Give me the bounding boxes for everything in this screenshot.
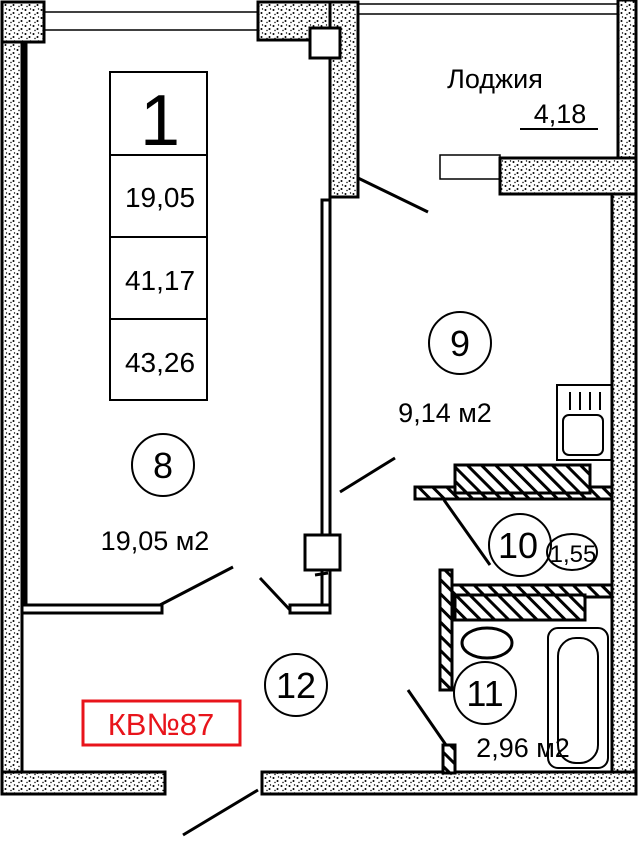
- walls: [0, 0, 638, 796]
- kitchen-sink-icon: [556, 384, 613, 461]
- bathtub-icon: [547, 627, 609, 769]
- room-8-area: 19,05 м2: [101, 526, 210, 556]
- apartment-label: КВ№87: [108, 707, 214, 742]
- washbasin-icon: [460, 626, 514, 660]
- door-swings: [159, 176, 492, 837]
- room-12-number: 12: [276, 665, 316, 706]
- loggia-area: 4,18: [534, 99, 587, 129]
- room-11-area: 2,96 м2: [476, 733, 570, 763]
- room-11-number: 11: [466, 673, 503, 714]
- room-8-number: 8: [153, 445, 173, 486]
- room-10-marker: [488, 513, 552, 577]
- total-area-with-loggia: 43,26: [125, 347, 195, 378]
- room-8-marker: [131, 433, 195, 497]
- apartment-info-box: [109, 71, 208, 401]
- room-10-number: 10: [498, 525, 538, 566]
- loggia-name: Лоджия: [447, 64, 543, 94]
- partitions: [20, 26, 614, 775]
- room-count: 1: [140, 81, 180, 161]
- room-12-marker: [264, 653, 328, 717]
- room-9-marker: [428, 311, 492, 375]
- apartment-label-box: [81, 699, 242, 747]
- total-area: 41,17: [125, 265, 195, 296]
- room-9-area: 9,14 м2: [398, 398, 492, 428]
- room-11-marker: [453, 661, 517, 725]
- living-area: 19,05: [125, 182, 195, 213]
- room-10-area: 1,55: [550, 541, 597, 568]
- room-10-area-marker: [546, 533, 598, 571]
- windows: [44, 3, 618, 180]
- room-9-number: 9: [450, 323, 470, 364]
